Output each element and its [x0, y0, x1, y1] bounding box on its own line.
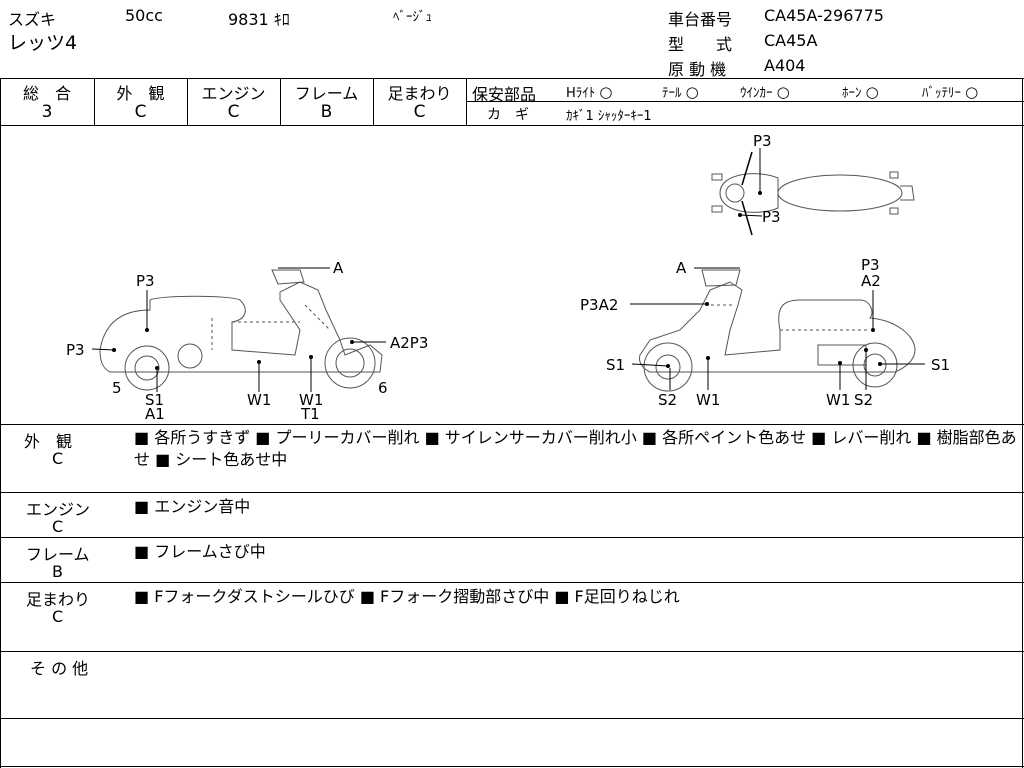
- rule-grade-2: [187, 78, 188, 125]
- safety-item-headlight: Hﾗｲﾄ ○: [566, 83, 613, 101]
- safety-item-tail: ﾃｰﾙ ○: [662, 83, 699, 101]
- grade-label-overall: 総 合: [22, 84, 71, 103]
- rule-remark-1: [0, 492, 1024, 493]
- remark-grade-exterior: C: [52, 449, 64, 468]
- rule-remark-2: [0, 537, 1024, 538]
- remark-label-exterior: 外 観: [24, 432, 73, 451]
- remark-label-other: そ の 他: [30, 659, 89, 678]
- remark-text-frame: ■ フレームさび中: [134, 542, 266, 561]
- label-left-s1: S1: [145, 391, 164, 409]
- grade-value-frame: B: [320, 102, 333, 122]
- label-top-p3-a: P3: [753, 132, 772, 150]
- scooter-right-view: [639, 269, 916, 392]
- frame-no-label: 車台番号: [668, 10, 733, 29]
- remark-label-engine: エンジン: [26, 500, 91, 519]
- label-right-s2b: S2: [854, 391, 873, 409]
- type-value: CA45A: [764, 31, 818, 50]
- rule-top: [0, 78, 1024, 79]
- safety-title: 保安部品: [472, 85, 537, 104]
- grade-label-exterior: 外 観: [116, 84, 165, 103]
- remark-text-suspension: ■ Fフォークダストシールひび ■ Fフォーク摺動部さび中 ■ F足回りねじれ: [134, 587, 680, 606]
- label-right-p3: P3: [861, 256, 880, 274]
- safety-item-horn: ﾎｰﾝ ○: [842, 83, 879, 101]
- remark-text-engine: ■ エンジン音中: [134, 497, 251, 516]
- label-left-t1: T1: [300, 405, 320, 423]
- label-left-w1b: W1: [299, 391, 323, 409]
- label-left-a2p3: A2P3: [390, 334, 428, 352]
- label-right-w1b: W1: [826, 391, 850, 409]
- rule-grade-4: [373, 78, 374, 125]
- rule-grade-1: [94, 78, 95, 125]
- remark-label-suspension: 足まわり: [26, 590, 91, 609]
- key-label: カ ギ: [487, 107, 529, 123]
- remark-grade-engine: C: [52, 517, 64, 536]
- engine-label: 原 動 機: [668, 60, 727, 79]
- scooter-top-view: [711, 151, 915, 236]
- type-label: 型 式: [668, 35, 733, 54]
- rule-left: [0, 78, 1, 768]
- rule-right: [1022, 78, 1023, 768]
- rule-remark-5: [0, 718, 1024, 719]
- mileage: 9831 ｷﾛ: [228, 10, 290, 29]
- key-value: ｶｷﾞ1 ｼｬｯﾀｰｷｰ1: [566, 109, 652, 124]
- grade-value-suspension: C: [413, 102, 426, 122]
- label-right-s1b: S1: [931, 356, 950, 374]
- model-name: レッツ4: [8, 32, 78, 54]
- grade-label-suspension: 足まわり: [387, 84, 452, 103]
- grade-value-exterior: C: [134, 102, 147, 122]
- rule-grades-bottom: [0, 125, 1024, 126]
- label-left-w1a: W1: [247, 391, 271, 409]
- label-left-p3-rear: P3: [66, 341, 85, 359]
- remark-grade-suspension: C: [52, 607, 64, 626]
- grade-label-engine: エンジン: [201, 84, 266, 103]
- label-left-6: 6: [378, 379, 388, 397]
- remark-grade-frame: B: [52, 562, 63, 581]
- grade-value-overall: 3: [41, 102, 53, 122]
- label-left-a: A: [333, 259, 344, 277]
- label-left-p3-seat: P3: [136, 272, 155, 290]
- label-right-a2: A2: [861, 272, 881, 290]
- frame-no: CA45A-296775: [764, 6, 884, 25]
- label-top-p3-b: P3: [762, 208, 781, 226]
- rule-remark-3: [0, 582, 1024, 583]
- engine-value: A404: [764, 56, 806, 75]
- label-left-5: 5: [112, 379, 122, 397]
- safety-item-battery: ﾊﾞｯﾃﾘｰ ○: [922, 83, 979, 101]
- remark-label-frame: フレーム: [26, 545, 90, 564]
- rule-grade-3: [280, 78, 281, 125]
- label-right-s2a: S2: [658, 391, 677, 409]
- label-right-w1a: W1: [696, 391, 720, 409]
- rule-bottom: [0, 766, 1024, 767]
- label-right-a: A: [676, 259, 687, 277]
- grade-value-engine: C: [227, 102, 240, 122]
- label-right-p3a2: P3A2: [580, 296, 618, 314]
- rule-diagram-bottom: [0, 424, 1024, 425]
- color: ﾍﾞｰｼﾞｭ: [393, 10, 432, 25]
- label-left-a1: A1: [145, 405, 165, 423]
- maker: スズキ: [8, 10, 57, 29]
- rule-safety-mid: [466, 101, 1024, 102]
- rule-grade-5: [466, 78, 467, 125]
- displacement: 50cc: [125, 6, 163, 25]
- rule-remark-4: [0, 651, 1024, 652]
- label-right-s1a: S1: [606, 356, 625, 374]
- safety-item-winker: ｳｲﾝｶｰ ○: [740, 83, 790, 101]
- scooter-left-view: [99, 269, 383, 391]
- grade-label-frame: フレーム: [294, 84, 359, 103]
- remark-text-exterior: ■ 各所うすきず ■ プーリーカバー削れ ■ サイレンサーカバー削れ小 ■ 各所…: [134, 428, 1017, 469]
